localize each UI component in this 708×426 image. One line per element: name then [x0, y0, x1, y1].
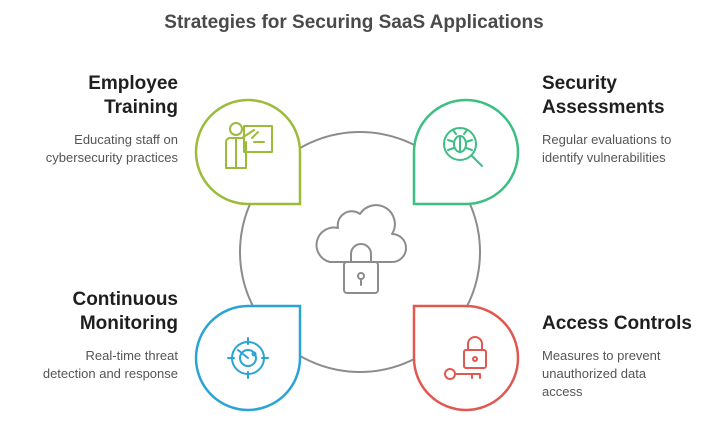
central-ring — [239, 131, 481, 373]
strategy-description: Educating staff on cybersecurity practic… — [45, 132, 178, 165]
key-lock-icon — [444, 336, 487, 380]
strategy-access-controls: Access Controls Measures to prevent unau… — [542, 312, 702, 401]
bug-magnifier-icon — [443, 127, 483, 167]
node-employee-training — [194, 98, 302, 206]
strategy-heading: Security Assessments — [542, 73, 665, 118]
node-continuous-monitoring — [194, 304, 302, 412]
cloud-lock-icon — [315, 204, 407, 294]
node-access-controls — [412, 304, 520, 412]
strategy-heading: Access Controls — [542, 313, 692, 334]
strategy-employee-training: Employee Training Educating staff on cyb… — [10, 72, 178, 167]
presenter-board-icon — [225, 122, 273, 169]
diagram-title: Strategies for Securing SaaS Application… — [164, 12, 544, 33]
strategy-description: Real-time threat detection and response — [42, 348, 178, 381]
strategy-heading: Continuous Monitoring — [72, 289, 178, 334]
node-security-assessments — [412, 98, 520, 206]
strategy-continuous-monitoring: Continuous Monitoring Real-time threat d… — [10, 288, 178, 383]
strategy-security-assessments: Security Assessments Regular evaluations… — [542, 72, 702, 167]
strategy-description: Regular evaluations to identify vulnerab… — [542, 132, 672, 165]
strategy-heading: Employee Training — [88, 73, 178, 118]
strategy-description: Measures to prevent unauthorized data ac… — [542, 348, 661, 399]
radar-icon — [227, 337, 269, 379]
